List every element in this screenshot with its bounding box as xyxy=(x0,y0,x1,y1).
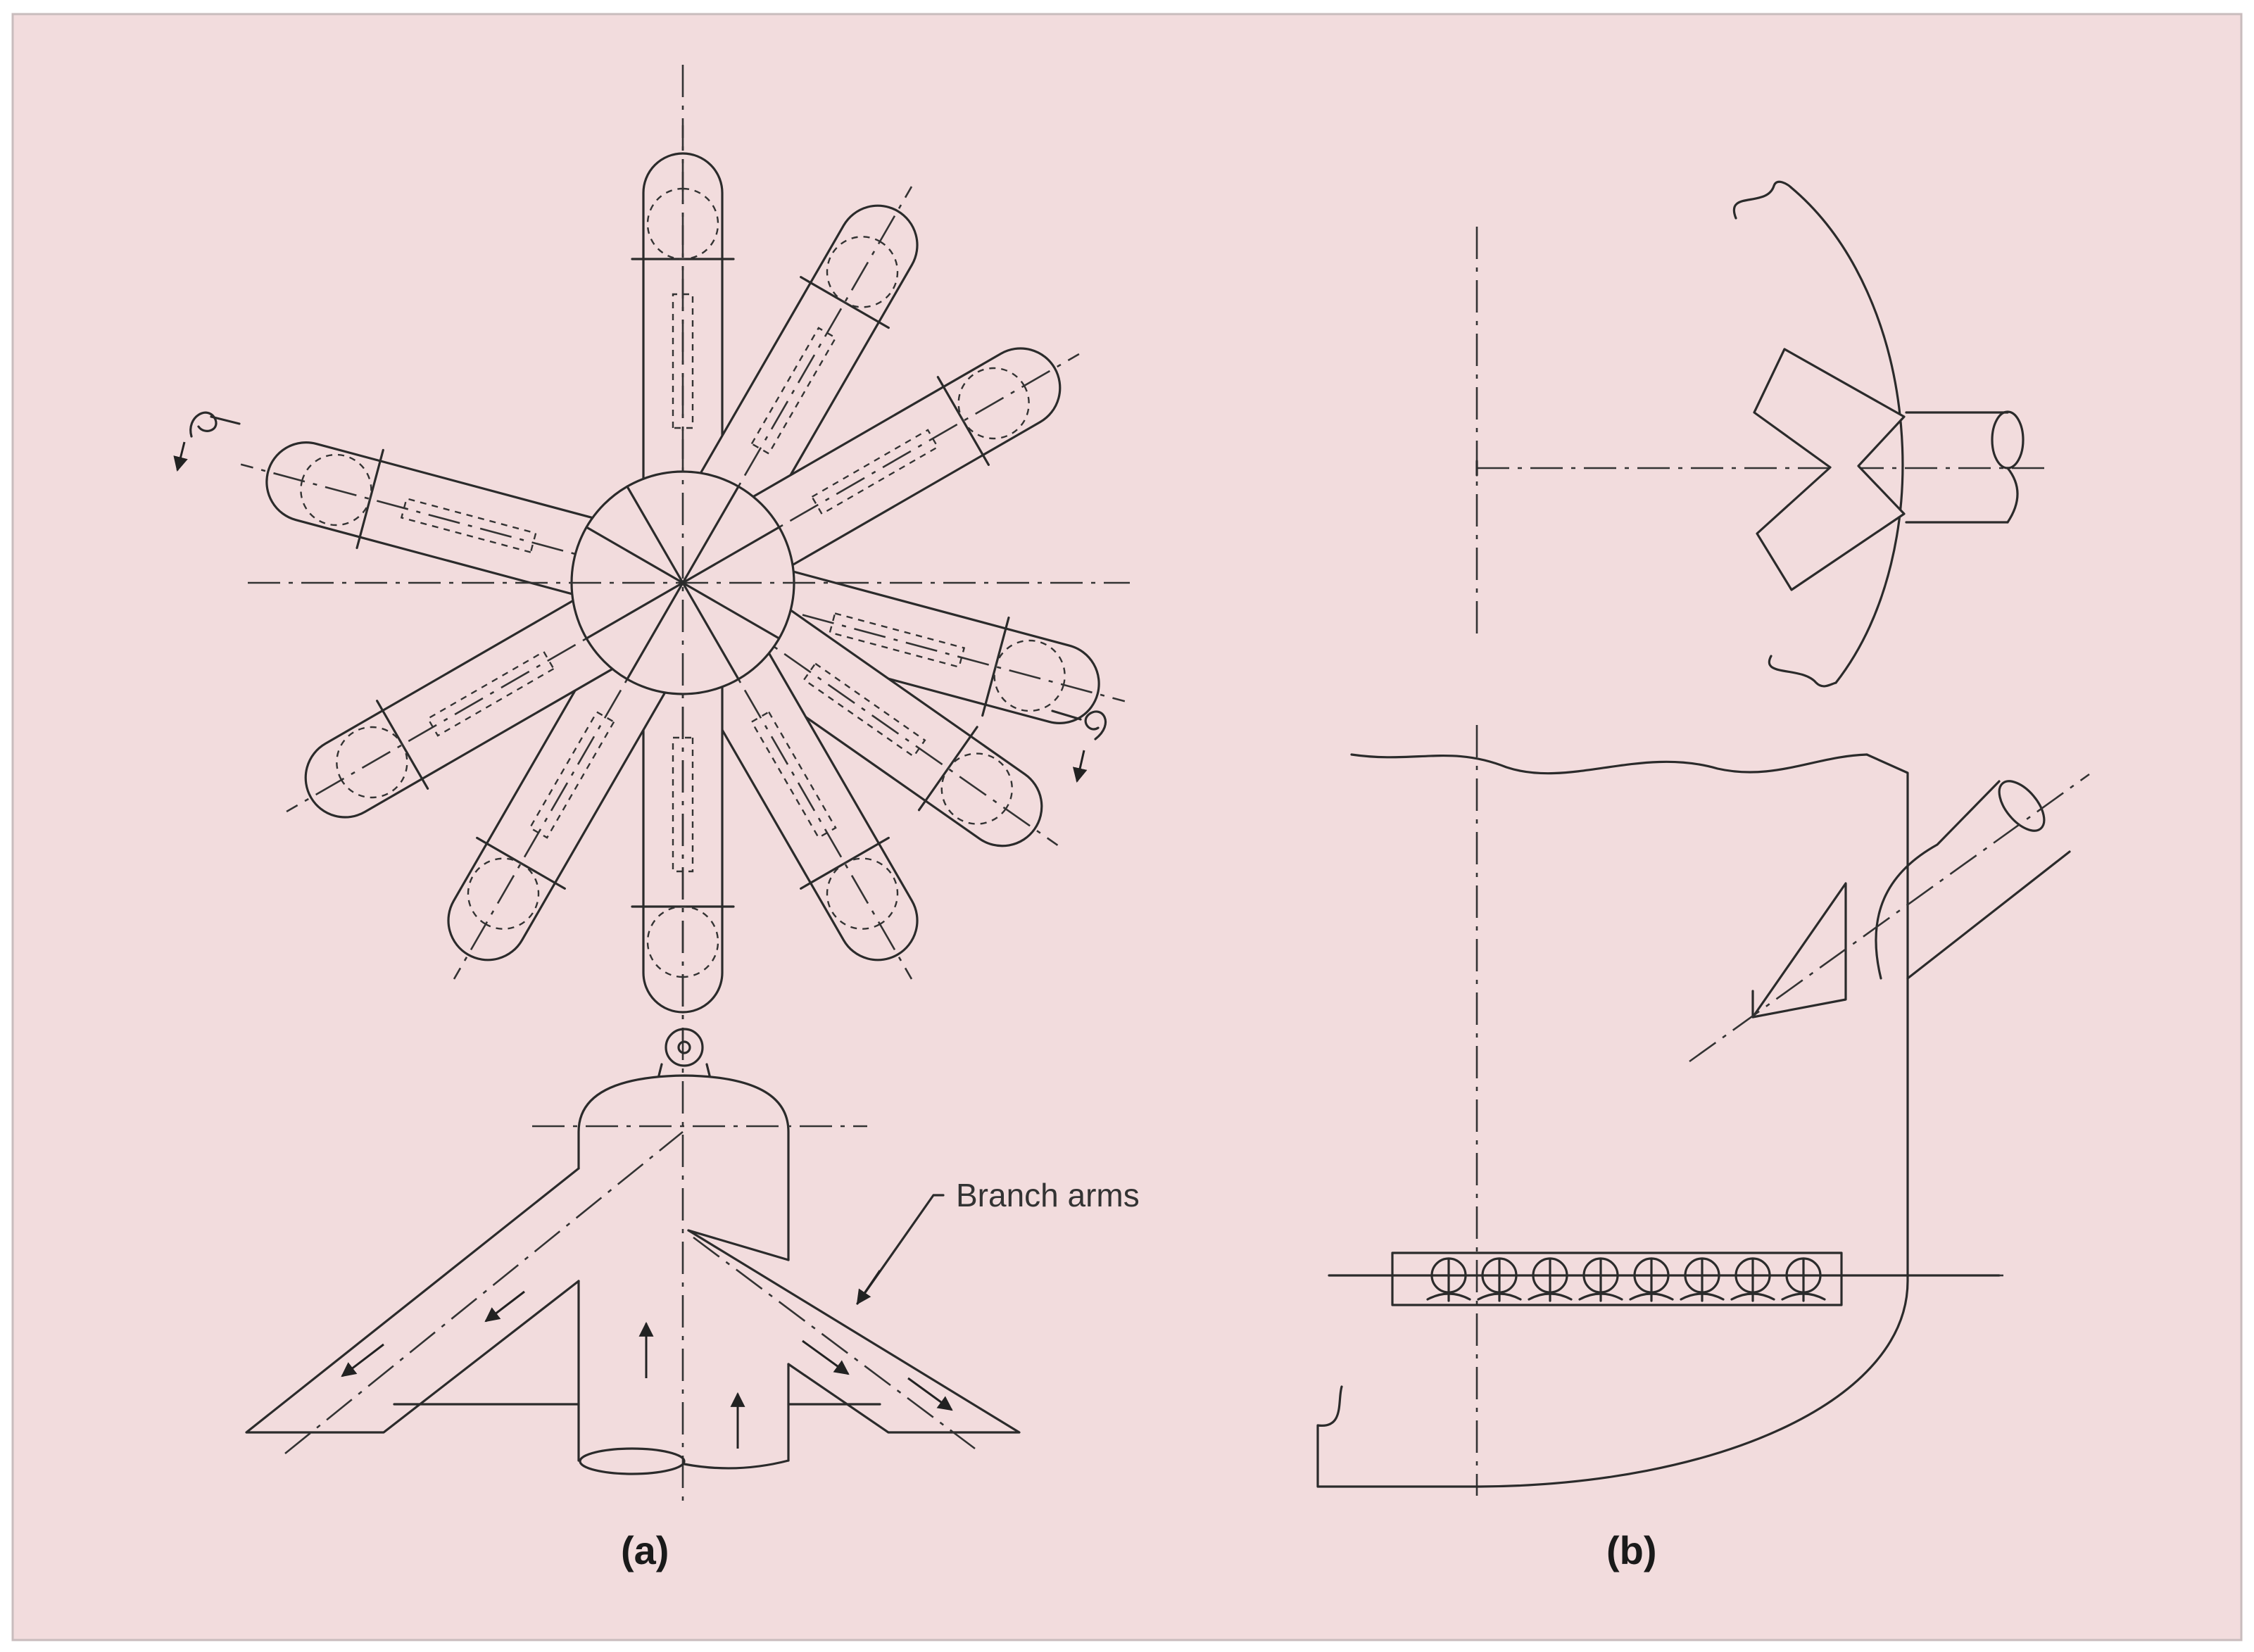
panel-a: Branch arms (a) xyxy=(173,65,1140,1572)
hub-body xyxy=(577,1074,790,1261)
sparger-nozzle xyxy=(1730,1257,1775,1302)
callout-leader xyxy=(856,1194,945,1305)
branch-arm xyxy=(240,441,615,600)
wall-break-bottom xyxy=(1768,655,1837,688)
vessel-outline xyxy=(1316,753,1909,1488)
left-branch-arm xyxy=(245,1167,580,1434)
vessel-wall-arc xyxy=(1789,186,1904,684)
pivot-pin xyxy=(677,1040,691,1054)
sparger-nozzle xyxy=(1528,1257,1573,1302)
inlet-pipe-end-lower xyxy=(2006,467,2019,524)
branch-arm xyxy=(690,636,919,980)
rotation-arrow-left-icon xyxy=(173,411,241,472)
sparger-side-view: Branch arms xyxy=(245,1028,1140,1475)
sparger-nozzle xyxy=(1781,1257,1826,1302)
inlet-pipe xyxy=(1905,411,2009,524)
branch-arm xyxy=(286,590,630,819)
angled-nozzle xyxy=(1875,780,2071,980)
branch-arms-callout: Branch arms xyxy=(956,1177,1140,1213)
panel-b-label: (b) xyxy=(1606,1528,1657,1572)
sparger-nozzles xyxy=(1426,1257,1826,1302)
nozzle-end xyxy=(1998,780,2046,832)
deflector-plate xyxy=(1751,882,1847,1019)
sparger-nozzle xyxy=(1426,1257,1471,1302)
branch-arms-top-view xyxy=(240,125,1126,1040)
pivot-eye xyxy=(665,1028,704,1067)
sparger-nozzle xyxy=(1477,1257,1522,1302)
vessel-top-break xyxy=(1350,753,1868,775)
pivot-bracket xyxy=(657,1063,711,1077)
branch-arm xyxy=(750,565,1126,724)
branch-arm xyxy=(447,636,676,980)
wall-break-top xyxy=(1732,180,1792,220)
star-sparger-top-view xyxy=(173,65,1130,1506)
branch-arm xyxy=(690,186,919,530)
hub-radial-lines xyxy=(585,485,781,681)
pipe-end-left xyxy=(579,1447,686,1475)
v-nozzle xyxy=(1753,348,1906,591)
hub-lower-pipe xyxy=(577,1280,790,1462)
pipe-end-right xyxy=(683,1459,790,1470)
panel-b: (b) xyxy=(1316,180,2090,1572)
sparger-nozzle xyxy=(1680,1257,1725,1302)
panel-a-label: (a) xyxy=(621,1528,669,1572)
vessel-wall-detail xyxy=(1475,180,2048,688)
branch-arm xyxy=(729,598,1059,847)
rotation-arrow-right-icon xyxy=(1051,710,1107,783)
sparger-nozzle xyxy=(1629,1257,1674,1302)
vessel-section xyxy=(1316,725,2090,1496)
sparger-nozzle xyxy=(1578,1257,1623,1302)
ring-sparger-pipe xyxy=(1391,1251,1843,1306)
right-arm-top-edge xyxy=(687,1229,790,1261)
